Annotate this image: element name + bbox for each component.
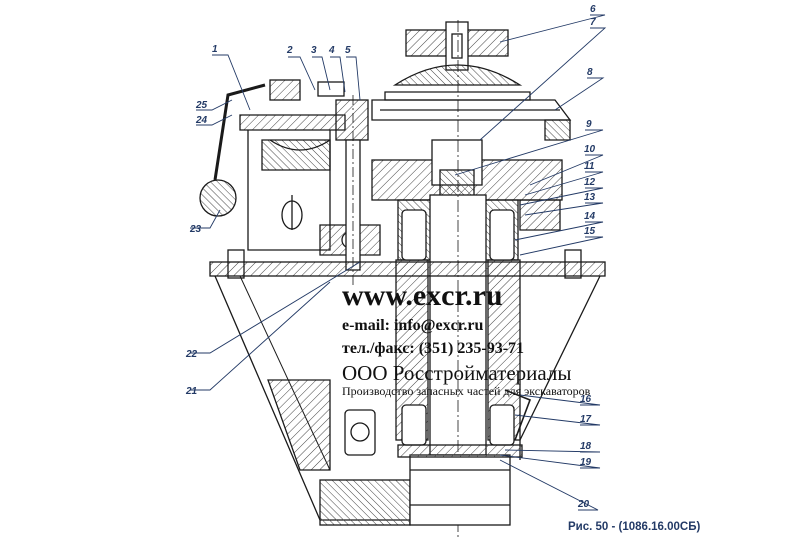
output-shaft	[397, 444, 523, 526]
callout-17: 17	[580, 414, 592, 425]
callout-9: 9	[586, 119, 592, 130]
callout-20: 20	[577, 499, 590, 510]
callout-4: 4	[328, 45, 335, 56]
callout-10: 10	[584, 144, 596, 155]
watermark-email: e-mail: info@excr.ru	[342, 317, 483, 334]
callout-14: 14	[584, 211, 596, 222]
callout-12: 12	[584, 177, 596, 188]
callout-16: 16	[580, 394, 592, 405]
drawing-body	[199, 20, 606, 540]
callout-13: 13	[584, 192, 596, 203]
callout-8: 8	[587, 67, 593, 78]
callout-24: 24	[195, 115, 208, 126]
left-shaft	[335, 95, 369, 285]
watermark: www.excr.ru e-mail: info@excr.ru тел./фа…	[342, 279, 591, 398]
callout-1: 1	[212, 44, 218, 55]
callout-25: 25	[195, 100, 208, 111]
callout-11: 11	[584, 161, 595, 172]
watermark-tagline: Производство запасных частей для экскава…	[342, 384, 591, 398]
left-upper-housing	[239, 114, 381, 256]
callout-7: 7	[590, 17, 596, 28]
watermark-phone: тел./факс: (351) 235-93-71	[342, 340, 524, 357]
filler-tube	[199, 79, 345, 217]
lower-housing	[214, 275, 601, 526]
central-column	[371, 20, 563, 540]
hand-wheel	[405, 21, 509, 71]
callout-6: 6	[590, 4, 596, 15]
right-side-parts	[504, 119, 571, 441]
dome-cover	[371, 64, 572, 121]
callout-2: 2	[286, 45, 293, 56]
callout-labels: 1 2 3 4 5 6 7 8 9 10 11 12 13 14 15 16 1…	[185, 4, 596, 510]
flange-plate	[209, 249, 606, 279]
callout-22: 22	[185, 349, 198, 360]
callout-21: 21	[185, 386, 198, 397]
callout-18: 18	[580, 441, 592, 452]
leader-lines	[190, 14, 607, 511]
callout-5: 5	[345, 45, 351, 56]
callout-23: 23	[189, 224, 202, 235]
watermark-company: ООО Росстройматериалы	[342, 361, 572, 385]
callout-15: 15	[584, 226, 596, 237]
watermark-url: www.excr.ru	[342, 279, 503, 312]
figure-caption: Рис. 50 - (1086.16.00СБ)	[568, 521, 700, 533]
callout-19: 19	[580, 457, 592, 468]
callout-3: 3	[311, 45, 317, 56]
